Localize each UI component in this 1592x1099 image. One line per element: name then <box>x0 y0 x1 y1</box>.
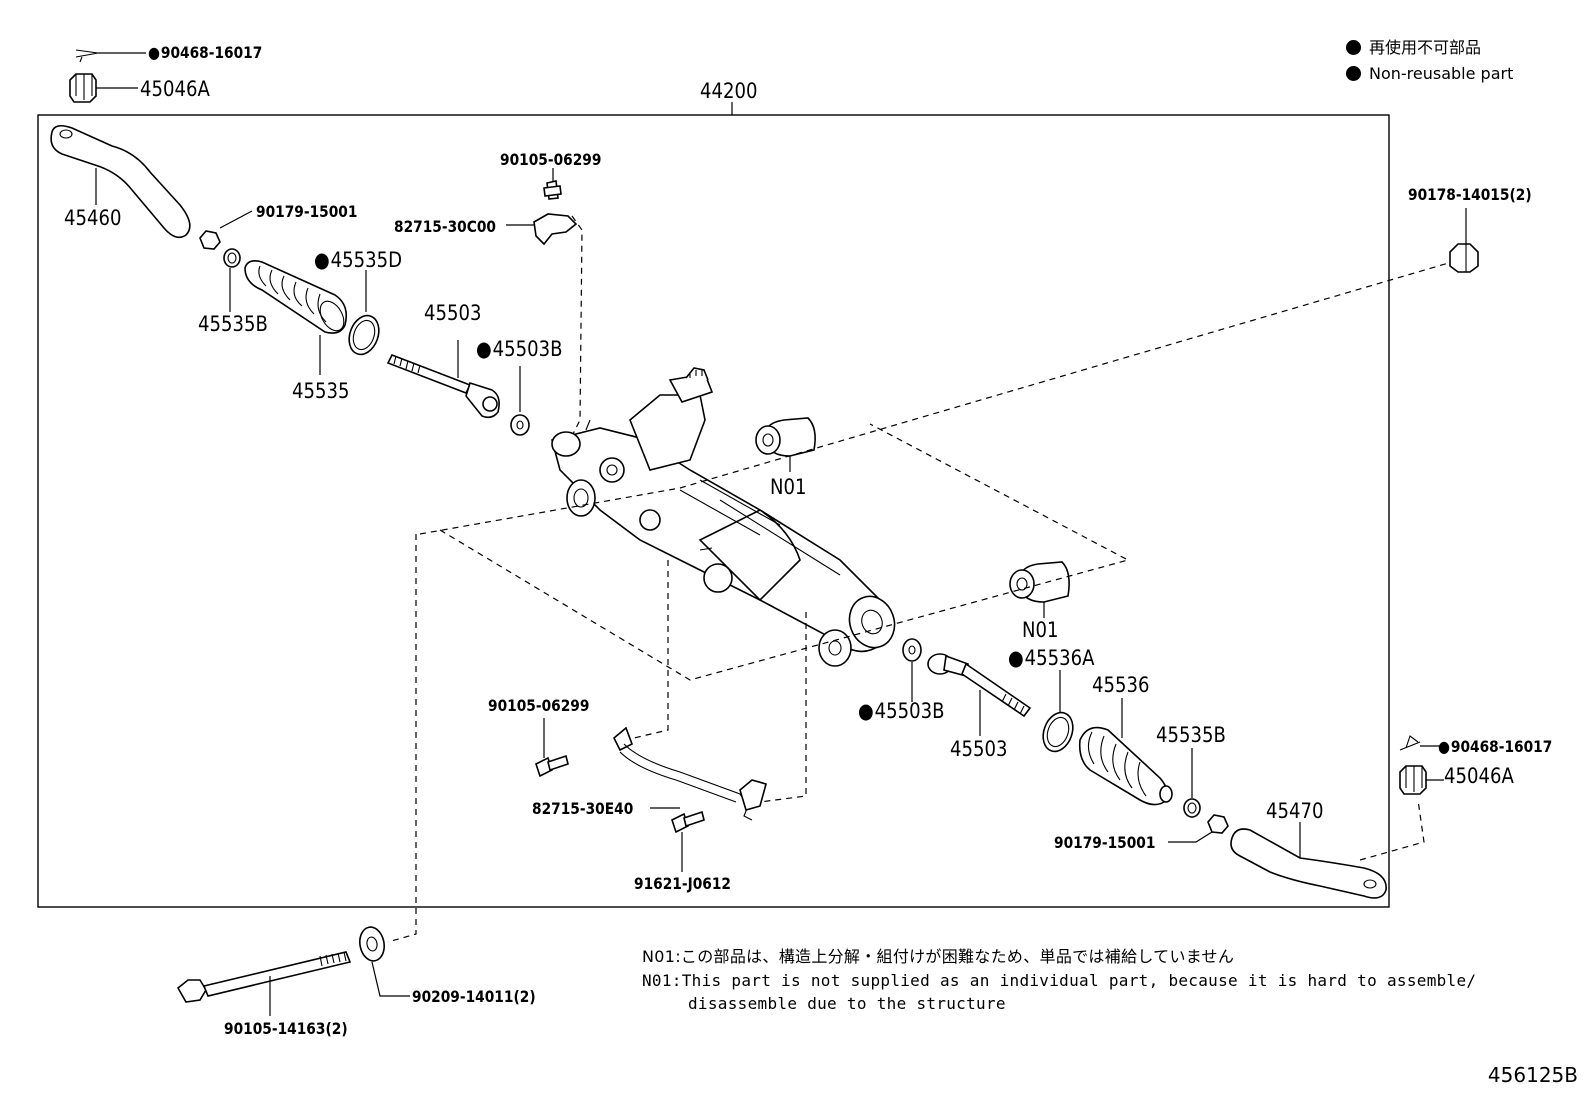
label-castle-nut-top: 45046A <box>140 77 210 101</box>
washer-right-icon <box>902 638 922 702</box>
label-tie-rod-end-left: 45460 <box>64 206 122 230</box>
label-rack-end-left: 45503 <box>424 301 482 325</box>
rack-boot-left-icon <box>244 260 348 375</box>
label-bolt-top: 90105-06299 <box>500 150 602 169</box>
label-bushing-upper: N01 <box>770 475 807 499</box>
rack-end-right-icon <box>927 653 1032 736</box>
label-castle-nut-right: 45046A <box>1444 764 1514 788</box>
label-washer-left: 45503B <box>476 338 563 360</box>
label-bracket-top: 82715-30C00 <box>394 217 496 236</box>
boot-clamp-right-icon <box>1042 670 1074 753</box>
long-bolt-icon <box>176 951 352 1016</box>
label-boot-clamp-left: 45535D <box>314 249 402 271</box>
label-cotter-pin-right: 90468-16017 <box>1438 738 1552 756</box>
legend-en: Non-reusable part <box>1346 65 1513 83</box>
label-boot-clamp-right: 45536A <box>1008 647 1095 669</box>
non-reusable-bullet-icon <box>1346 40 1361 55</box>
castle-nut-top-icon <box>69 73 138 103</box>
hex-nut-right-icon <box>1168 814 1229 843</box>
rack-boot-right-icon <box>1078 698 1173 806</box>
note-en-line2: disassemble due to the structure <box>688 994 1006 1013</box>
washer-bottom-icon <box>359 926 410 997</box>
cotter-pin-top-icon <box>75 49 146 63</box>
bolt-lower-icon <box>535 718 569 778</box>
label-bolt-lower: 90105-06299 <box>488 696 590 715</box>
label-washer-bottom: 90209-14011(2) <box>412 987 536 1006</box>
legend-jp: 再使用不可部品 <box>1346 39 1481 57</box>
bolt-bracket-icon <box>671 810 705 872</box>
assembly-frame <box>37 114 1390 908</box>
label-rack-end-right: 45503 <box>950 737 1008 761</box>
clip-left-icon <box>223 248 241 312</box>
tie-rod-end-left-icon <box>50 124 191 239</box>
label-long-bolt: 90105-14163(2) <box>224 1019 348 1038</box>
label-clip-right: 45535B <box>1156 723 1226 747</box>
flange-nut-right-icon <box>1449 208 1479 273</box>
label-hex-nut-left: 90179-15001 <box>256 202 358 221</box>
bushing-upper-icon <box>755 417 816 472</box>
boot-clamp-left-icon <box>348 270 380 356</box>
label-bushing-lower: N01 <box>1022 618 1059 642</box>
label-cotter-pin-top: 90468-16017 <box>148 44 262 62</box>
bracket-lower-icon <box>613 726 767 821</box>
note-en-line1: N01:This part is not supplied as an indi… <box>642 971 1477 990</box>
washer-left-icon <box>510 366 530 436</box>
note-jp: N01:この部品は、構造上分解・組付けが困難なため、単品では補給していません <box>642 947 1235 966</box>
label-clip-left: 45535B <box>198 312 268 336</box>
steering-gear-housing-icon <box>551 367 896 667</box>
tie-rod-end-right-icon <box>1230 822 1387 899</box>
castle-nut-right-icon <box>1399 765 1444 795</box>
hex-nut-left-icon <box>199 210 253 250</box>
label-hex-nut-right: 90179-15001 <box>1054 833 1156 852</box>
label-rack-boot-right: 45536 <box>1092 673 1150 697</box>
label-bolt-bracket: 91621-J0612 <box>634 874 732 893</box>
bolt-top-icon <box>543 168 562 200</box>
label-flange-nut-right: 90178-14015(2) <box>1408 185 1532 204</box>
label-tie-rod-end-right: 45470 <box>1266 799 1324 823</box>
non-reusable-bullet-icon <box>1346 66 1361 81</box>
label-washer-right: 45503B <box>858 700 945 722</box>
diagram-code: 456125B <box>1487 1063 1578 1087</box>
clip-right-icon <box>1183 748 1201 818</box>
label-bracket-lower: 82715-30E40 <box>532 799 634 818</box>
label-rack-boot-left: 45535 <box>292 379 350 403</box>
label-assembly: 44200 <box>700 79 758 103</box>
rack-end-left-icon <box>386 340 500 419</box>
cotter-pin-right-icon <box>1399 735 1440 751</box>
bracket-top-icon <box>506 213 578 246</box>
